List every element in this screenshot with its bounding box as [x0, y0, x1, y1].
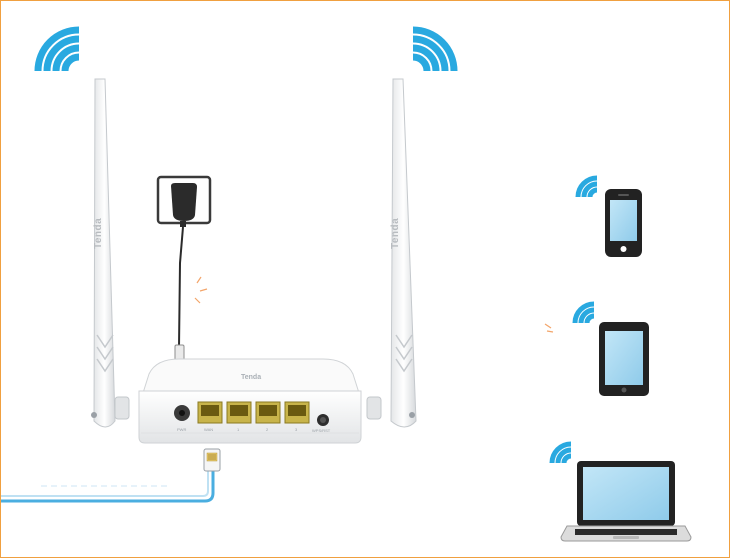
port-label: 3 — [295, 427, 298, 432]
ethernet-ports — [197, 401, 310, 424]
wifi-signal-icon — [549, 441, 572, 464]
router-logo: Tenda — [241, 374, 261, 381]
port-label: 1 — [237, 427, 240, 432]
antenna-brand-label: Tenda — [390, 218, 401, 249]
smartphone-icon — [605, 189, 642, 257]
wifi-signal-icon — [575, 175, 598, 198]
wifi-signal-icon — [412, 26, 458, 72]
antenna-brand-label: Tenda — [93, 218, 104, 249]
port-label: WAN — [204, 427, 213, 432]
router-body: Tenda PWR WAN 1 2 3 WPS/RST — [114, 358, 382, 444]
port-label: PWR — [177, 427, 186, 432]
power-adapter-icon — [156, 175, 212, 373]
laptop-icon — [560, 461, 692, 542]
wps-reset-button — [317, 414, 329, 426]
left-antenna: Tenda — [91, 78, 116, 428]
rj45-connector-icon — [203, 448, 221, 472]
power-port — [174, 405, 190, 421]
wifi-signal-icon — [572, 301, 595, 324]
connection-sparks — [194, 276, 554, 333]
wifi-signal-icon — [34, 26, 80, 72]
port-label: 2 — [266, 427, 269, 432]
right-antenna: Tenda — [390, 78, 417, 428]
port-label: WPS/RST — [312, 428, 331, 433]
ethernet-cable — [1, 469, 215, 503]
tablet-icon — [599, 322, 649, 396]
